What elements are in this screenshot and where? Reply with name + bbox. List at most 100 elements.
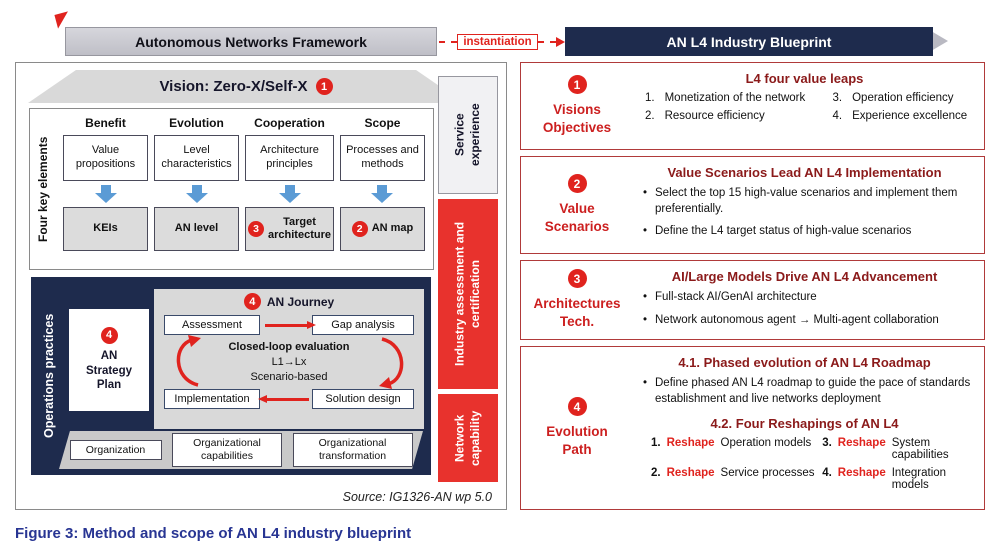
column-header: Cooperation bbox=[254, 116, 325, 130]
step-badge: 1 bbox=[315, 78, 333, 95]
source-note: Source: IG1326-AN wp 5.0 bbox=[342, 490, 492, 504]
fke-column-scope: Scope Processes and methods 2 AN map bbox=[339, 112, 425, 266]
framework-title-box: Autonomous Networks Framework bbox=[65, 27, 437, 56]
step-badge: 4 bbox=[100, 326, 118, 344]
instantiation-connector: instantiation bbox=[439, 31, 565, 52]
section-evolution-path: 4 Evolution Path 4.1. Phased evolution o… bbox=[520, 346, 985, 510]
value-leaps-list: 1. Monetization of the network 3. Operat… bbox=[635, 92, 974, 122]
section-title: L4 four value leaps bbox=[745, 71, 864, 86]
closed-loop-label: Closed-loop evaluation bbox=[228, 341, 350, 353]
section-value-scenarios: 2 Value Scenarios Value Scenarios Lead A… bbox=[520, 156, 985, 254]
reshape-list: 1. Reshape Operation models 3. Reshape S… bbox=[635, 437, 974, 491]
result-box: KEIs bbox=[63, 207, 148, 251]
scenario-label: Scenario-based bbox=[250, 371, 328, 383]
fke-column-benefit: Benefit Value propositions KEIs bbox=[63, 112, 148, 266]
down-arrow-icon bbox=[185, 181, 208, 207]
arrow-head-icon bbox=[556, 36, 565, 47]
four-key-elements-columns: Benefit Value propositions KEIs Evolutio… bbox=[58, 112, 430, 266]
step-badge: 3 bbox=[248, 221, 265, 237]
bullet-list: Select the top 15 high-value scenarios a… bbox=[635, 186, 974, 240]
section-content: 4.1. Phased evolution of AN L4 Roadmap D… bbox=[633, 347, 986, 509]
instantiation-label: instantiation bbox=[457, 33, 538, 50]
right-arrow-icon bbox=[265, 321, 316, 329]
figure-caption: Figure 3: Method and scope of AN L4 indu… bbox=[15, 525, 412, 542]
section-title: Value Scenarios Lead AN L4 Implementatio… bbox=[667, 165, 942, 180]
reshape-item: 4. Reshape Integration models bbox=[822, 467, 947, 492]
step-badge: 4 bbox=[567, 397, 587, 417]
vision-banner: Vision: Zero-X/Self-X 1 bbox=[28, 70, 464, 103]
implementation-box: Implementation bbox=[164, 389, 260, 409]
service-experience-bar: Service experience bbox=[438, 76, 498, 194]
reshape-item: 3. Reshape System capabilities bbox=[822, 437, 949, 462]
step-badge: 2 bbox=[567, 174, 587, 194]
curved-arrow-down-icon bbox=[379, 337, 404, 389]
an-journey-title: 4 AN Journey bbox=[154, 293, 424, 310]
organization-box: Organization bbox=[69, 439, 162, 461]
section-content: L4 four value leaps 1. Monetization of t… bbox=[633, 63, 986, 149]
list-item: 2. Resource efficiency bbox=[645, 110, 765, 122]
bullet-list: Full-stack AI/GenAI architecture Network… bbox=[635, 290, 974, 328]
list-item: 3. Operation efficiency bbox=[832, 92, 954, 104]
section-label: Visions Objectives bbox=[542, 102, 612, 135]
operations-practices-label: Operations practices bbox=[42, 313, 56, 439]
bullet-item: Full-stack AI/GenAI architecture bbox=[643, 290, 974, 306]
curved-arrow-up-icon bbox=[176, 335, 201, 387]
section-title: 4.2. Four Reshapings of AN L4 bbox=[710, 416, 899, 432]
down-arrow-icon bbox=[371, 181, 394, 207]
element-box: Value propositions bbox=[63, 135, 148, 181]
column-header: Evolution bbox=[169, 116, 224, 130]
blueprint-title: AN L4 Industry Blueprint bbox=[666, 33, 832, 50]
step-badge: 1 bbox=[567, 75, 587, 95]
section-content: AI/Large Models Drive AN L4 Advancement … bbox=[633, 261, 986, 339]
list-item: 1. Monetization of the network bbox=[645, 92, 806, 104]
dashed-line bbox=[439, 40, 458, 43]
section-visions-objectives: 1 Visions Objectives L4 four value leaps… bbox=[520, 62, 985, 150]
section-architectures-tech: 3 Architectures Tech. AI/Large Models Dr… bbox=[520, 260, 985, 340]
bullet-list: Define phased AN L4 roadmap to guide the… bbox=[635, 376, 974, 407]
step-badge: 2 bbox=[351, 221, 368, 237]
assessment-box: Assessment bbox=[164, 315, 260, 335]
four-key-elements-label: Four key elements bbox=[36, 136, 50, 242]
section-label: Value Scenarios bbox=[544, 201, 610, 234]
levels-label: L1→Lx bbox=[271, 356, 307, 368]
left-arrow-icon bbox=[258, 395, 309, 403]
reshape-item: 1. Reshape Operation models bbox=[651, 437, 812, 450]
down-arrow-icon bbox=[278, 181, 301, 207]
organization-band: Organization Organizational capabilities… bbox=[59, 431, 423, 469]
column-header: Scope bbox=[364, 116, 401, 130]
organizational-transformation-box: Organizational transformation bbox=[292, 433, 413, 467]
bullet-item: Select the top 15 high-value scenarios a… bbox=[643, 186, 974, 217]
step-badge: 4 bbox=[243, 293, 261, 310]
solution-design-box: Solution design bbox=[312, 389, 414, 409]
red-marker-icon bbox=[54, 11, 72, 29]
list-item: 4. Experience excellence bbox=[832, 110, 968, 122]
bullet-item: Network autonomous agent → Multi-agent c… bbox=[643, 313, 974, 329]
framework-title: Autonomous Networks Framework bbox=[135, 33, 367, 50]
section-title: 4.1. Phased evolution of AN L4 Roadmap bbox=[678, 355, 931, 370]
an-strategy-plan-box: 4 AN Strategy Plan bbox=[69, 309, 149, 411]
down-arrow-icon bbox=[94, 181, 117, 207]
element-box: Processes and methods bbox=[339, 135, 425, 181]
network-capability-bar: Network capability bbox=[438, 394, 498, 482]
bullet-item: Define the L4 target status of high-valu… bbox=[643, 224, 974, 240]
step-badge: 3 bbox=[567, 269, 587, 289]
section-content: Value Scenarios Lead AN L4 Implementatio… bbox=[633, 157, 986, 253]
framework-panel: Vision: Zero-X/Self-X 1 Four key element… bbox=[15, 62, 507, 510]
organizational-capabilities-box: Organizational capabilities bbox=[172, 433, 282, 467]
operations-practices-box: Operations practices 4 AN Strategy Plan … bbox=[31, 277, 431, 475]
gap-analysis-box: Gap analysis bbox=[312, 315, 414, 335]
fke-column-evolution: Evolution Level characteristics AN level bbox=[154, 112, 240, 266]
element-box: Architecture principles bbox=[245, 135, 334, 181]
result-box: AN level bbox=[154, 207, 240, 251]
section-side: 2 Value Scenarios bbox=[521, 157, 633, 253]
blueprint-title-box: AN L4 Industry Blueprint bbox=[565, 27, 933, 56]
result-box: 3 Target architecture bbox=[245, 207, 334, 251]
an-journey-box: 4 AN Journey Assessment Gap analysis Clo… bbox=[154, 289, 424, 429]
section-title: AI/Large Models Drive AN L4 Advancement bbox=[671, 269, 938, 284]
section-label: Architectures Tech. bbox=[533, 296, 621, 329]
reshape-item: 2. Reshape Service processes bbox=[651, 467, 815, 480]
column-header: Benefit bbox=[85, 116, 126, 130]
section-side: 1 Visions Objectives bbox=[521, 63, 633, 149]
element-box: Level characteristics bbox=[154, 135, 240, 181]
